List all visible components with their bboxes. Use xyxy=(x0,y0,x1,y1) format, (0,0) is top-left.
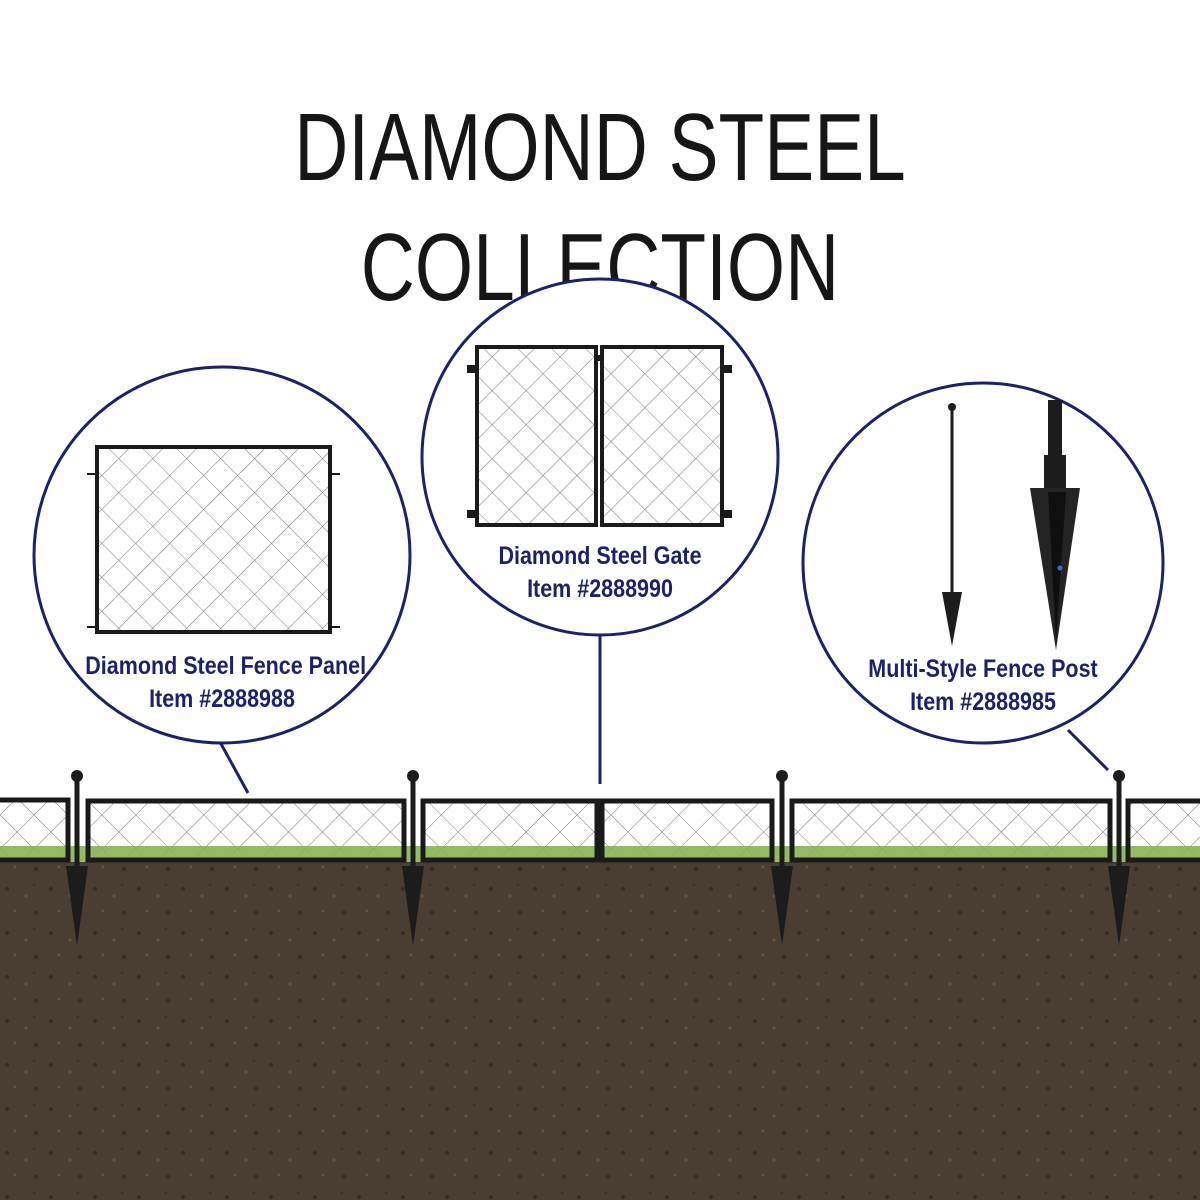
fence-post-name: Multi-Style Fence Post xyxy=(868,655,1098,683)
fence-panel-item-number: Item #2888988 xyxy=(149,685,295,713)
soil-area xyxy=(0,862,1200,1200)
callout-leaders xyxy=(218,632,1110,794)
gate-label: Diamond Steel Gate Item #2888990 xyxy=(467,540,734,606)
callout-circle-post xyxy=(801,381,1165,745)
post-4 xyxy=(1108,770,1130,946)
fence-posts xyxy=(66,770,1130,946)
post-2 xyxy=(402,770,424,946)
fence-post-label: Multi-Style Fence Post Item #2888985 xyxy=(850,653,1117,719)
gate-icon xyxy=(467,345,732,527)
fence-post-item-number: Item #2888985 xyxy=(910,688,1056,716)
post-3 xyxy=(771,770,793,946)
fence-panel-icon xyxy=(87,445,340,634)
fence-panel-label: Diamond Steel Fence Panel Item #2888988 xyxy=(85,650,367,716)
gate-item-number: Item #2888990 xyxy=(527,575,673,603)
page-title: DIAMOND STEEL COLLECTION xyxy=(294,94,906,321)
panel-frames xyxy=(0,797,1200,863)
post-1 xyxy=(66,770,88,946)
fence-post-icon xyxy=(942,400,1080,650)
fence-panel-name: Diamond Steel Fence Panel xyxy=(85,652,367,680)
gate-name: Diamond Steel Gate xyxy=(498,542,702,570)
